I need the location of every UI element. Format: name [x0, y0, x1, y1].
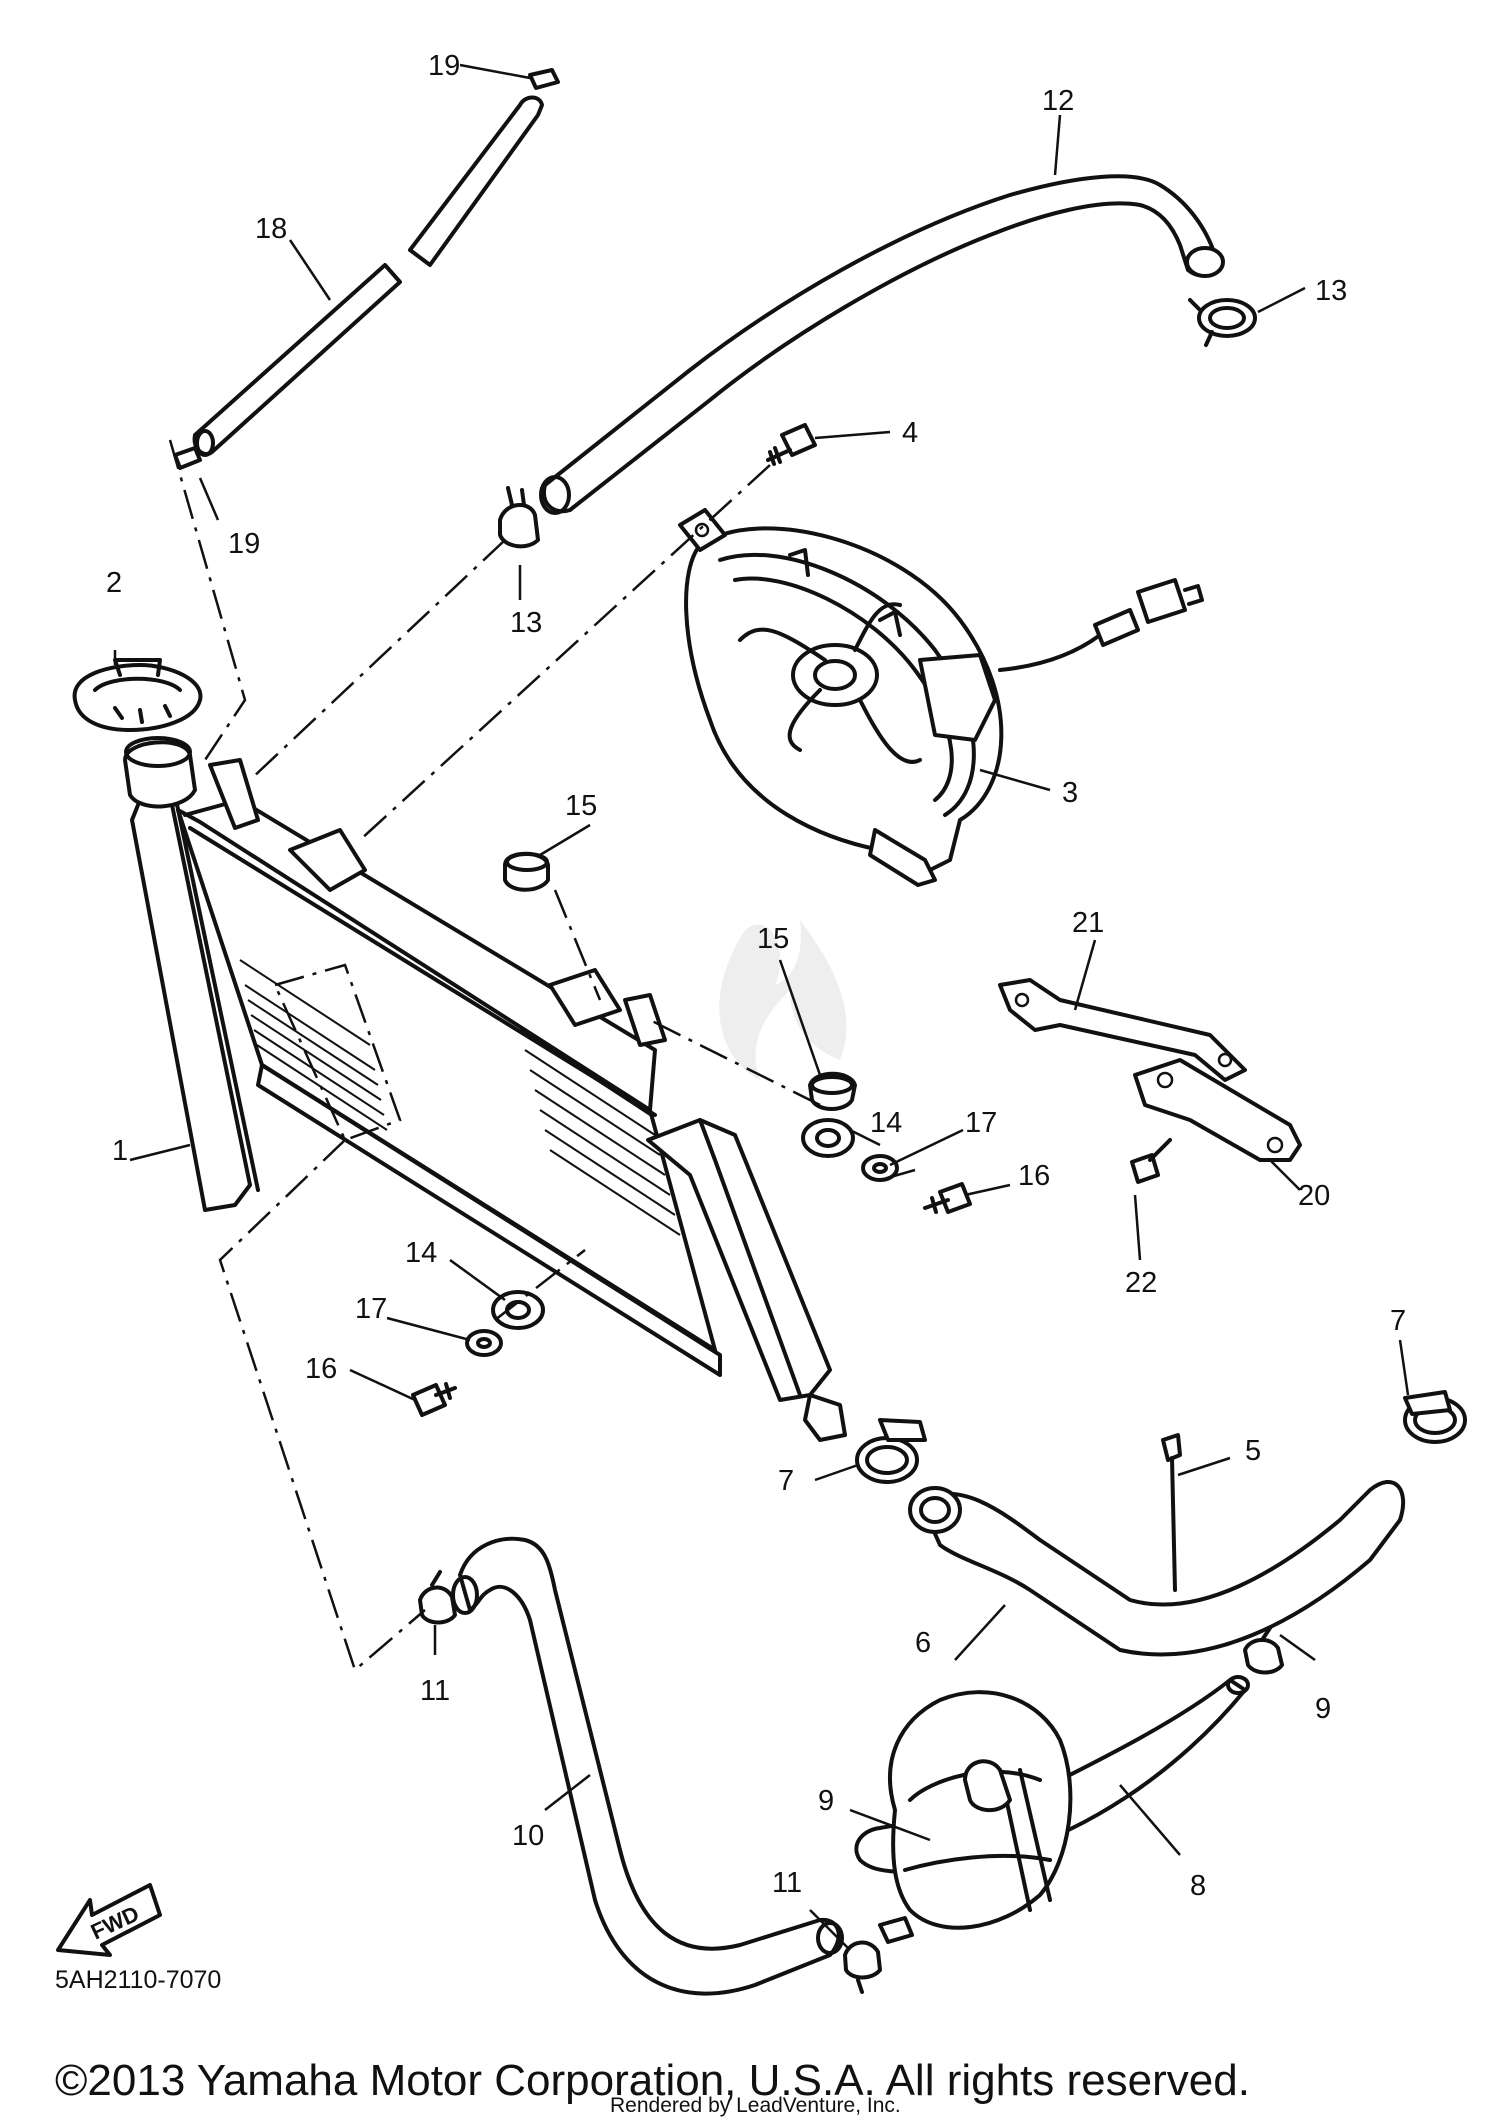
callout-10: 10 — [512, 1820, 544, 1852]
grommet-15b[interactable] — [808, 1071, 857, 1111]
hose-clamp-7b[interactable] — [1403, 1390, 1467, 1444]
hose-18[interactable] — [192, 95, 544, 457]
hose-12[interactable] — [539, 174, 1225, 515]
callout-16a: 16 — [1018, 1160, 1050, 1192]
leader-lines — [113, 63, 1410, 1951]
bolt-16b[interactable] — [411, 1382, 457, 1417]
bracket-21[interactable] — [998, 978, 1247, 1082]
callouts: 19 18 19 12 13 4 13 2 3 15 15 1 21 14 17… — [106, 50, 1406, 1902]
callout-14a: 14 — [870, 1107, 902, 1139]
callout-8: 8 — [1190, 1870, 1206, 1902]
callout-7a: 7 — [778, 1465, 794, 1497]
callout-20: 20 — [1298, 1180, 1330, 1212]
callout-22: 22 — [1125, 1267, 1157, 1299]
radiator[interactable] — [123, 736, 847, 1442]
rendered-by-notice: Rendered by LeadVenture, Inc. — [610, 2094, 901, 2117]
watermark-logo — [719, 920, 847, 1080]
callout-4: 4 — [902, 417, 918, 449]
clamp-11b[interactable] — [843, 1940, 882, 1994]
callout-15a: 15 — [565, 790, 597, 822]
forward-arrow-icon: FWD — [56, 1883, 162, 1957]
callout-13a: 13 — [1315, 275, 1347, 307]
callout-18: 18 — [255, 213, 287, 245]
water-pump — [878, 1690, 1073, 1944]
bracket-20[interactable] — [1133, 1058, 1302, 1162]
callout-1: 1 — [112, 1135, 128, 1167]
diagram-code: 5AH2110-7070 — [55, 1966, 221, 1994]
damper-14a[interactable] — [801, 1118, 855, 1158]
callout-2: 2 — [106, 567, 122, 599]
clip-19b[interactable] — [173, 446, 202, 470]
washer-17a[interactable] — [861, 1154, 899, 1182]
callout-21: 21 — [1072, 907, 1104, 939]
callout-16b: 16 — [305, 1353, 337, 1385]
callout-14b: 14 — [405, 1237, 437, 1269]
washer-17b[interactable] — [465, 1329, 503, 1357]
hose-clamp-7a[interactable] — [855, 1418, 927, 1484]
assembly-lines — [168, 439, 916, 1673]
bolt-4[interactable] — [766, 423, 817, 466]
bolt-16a[interactable] — [923, 1182, 972, 1214]
callout-19b: 19 — [228, 528, 260, 560]
callout-17a: 17 — [965, 1107, 997, 1139]
clamp-9a[interactable] — [1243, 1626, 1284, 1675]
callout-19a: 19 — [428, 50, 460, 82]
copyright-notice: ©2013 Yamaha Motor Corporation, U.S.A. A… — [55, 2056, 1250, 2105]
callout-9a: 9 — [1315, 1693, 1331, 1725]
callout-17b: 17 — [355, 1293, 387, 1325]
clamp-13b[interactable] — [498, 486, 540, 549]
bolt-22[interactable] — [1130, 1138, 1172, 1184]
callout-15b: 15 — [757, 923, 789, 955]
grommet-15a[interactable] — [503, 851, 550, 892]
cable-tie[interactable] — [1161, 1433, 1182, 1592]
hose-10[interactable] — [451, 1536, 844, 1996]
fan-assembly[interactable] — [678, 508, 1204, 887]
callout-11b: 11 — [772, 1867, 802, 1899]
callout-6: 6 — [915, 1627, 931, 1659]
callout-13b: 13 — [510, 607, 542, 639]
callout-9b: 9 — [818, 1785, 834, 1817]
callout-12: 12 — [1042, 85, 1074, 117]
clamp-11a[interactable] — [418, 1570, 457, 1625]
callout-3: 3 — [1062, 777, 1078, 809]
callout-7b: 7 — [1390, 1305, 1406, 1337]
clamp-13a[interactable] — [1188, 298, 1257, 347]
clip-19a[interactable] — [528, 68, 560, 90]
radiator-cap[interactable] — [72, 658, 203, 732]
callout-11a: 11 — [420, 1675, 450, 1707]
radiator-hose-6[interactable] — [908, 1479, 1406, 1657]
callout-5: 5 — [1245, 1435, 1261, 1467]
